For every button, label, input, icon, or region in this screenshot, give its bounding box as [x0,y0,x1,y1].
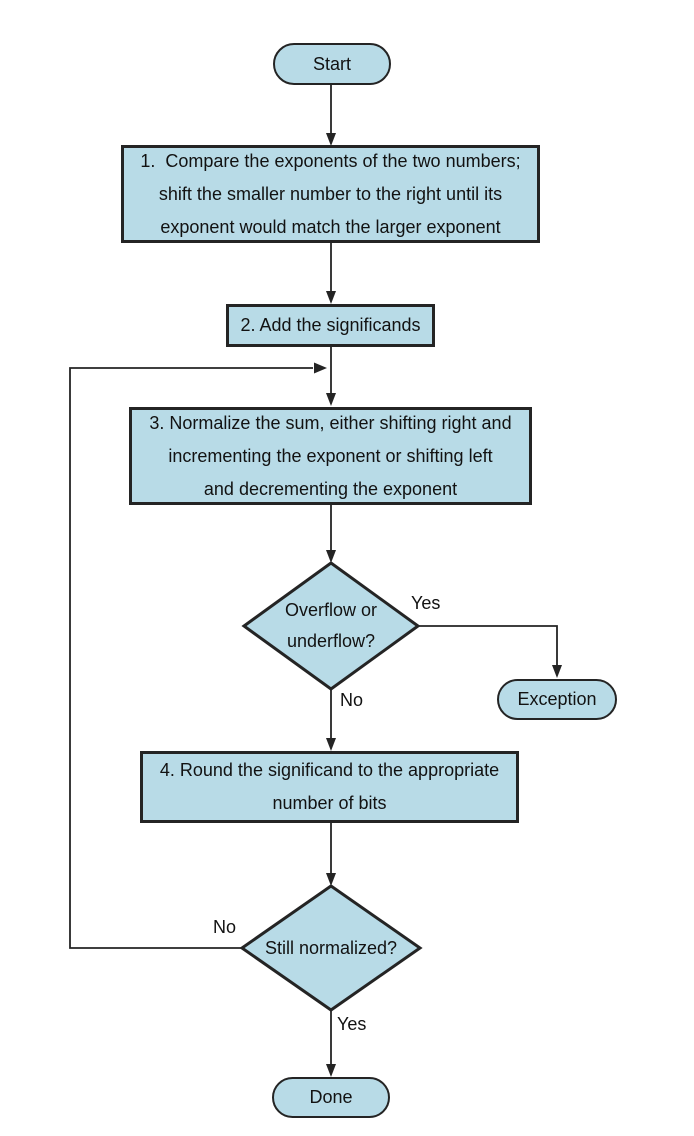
edge-overflow-yes-exception [418,625,558,665]
node-done: Done [272,1077,390,1118]
node-step3: 3. Normalize the sum, either shifting ri… [129,407,532,505]
node-step2: 2. Add the significands [226,304,435,347]
arrowhead-step1 [326,133,336,146]
edge-label-normalized-yes: Yes [337,1014,367,1034]
node-exception: Exception [497,679,617,720]
edge-label-overflow-no: No [340,690,364,710]
edge-label-normalized-no: No [213,917,237,937]
node-step3-line1: 3. Normalize the sum, either shifting ri… [149,412,512,433]
node-step3-line3: and decrementing the exponent [203,478,458,499]
node-start: Start [273,43,391,85]
arrowhead-loop-merge [314,362,327,374]
node-step4-line1: 4. Round the significand to the appropri… [159,760,500,780]
node-step1-line3: exponent would match the larger exponent [160,216,501,237]
node-step1: 1. Compare the exponents of the two numb… [121,145,540,243]
edge-label-overflow-yes: Yes [411,593,441,613]
arrowhead-step3 [326,393,336,406]
node-step4: 4. Round the significand to the appropri… [140,751,519,823]
arrowhead-exception [552,665,562,678]
node-step2-label: 2. Add the significands [240,315,421,335]
arrowhead-step4 [326,738,336,751]
arrowhead-normalized [326,873,336,886]
node-exception-label: Exception [517,689,597,709]
decision-normalized-shape [239,884,423,1012]
arrowhead-done [326,1064,336,1077]
arrowhead-step2 [326,291,336,304]
node-step1-line2: shift the smaller number to the right un… [158,183,503,204]
node-step3-line2: incrementing the exponent or shifting le… [168,445,493,466]
node-step4-line2: number of bits [272,793,387,813]
decision-overflow-shape [241,561,421,691]
node-start-label: Start [312,53,351,74]
node-done-label: Done [309,1087,353,1107]
node-step1-line1: 1. Compare the exponents of the two numb… [140,150,521,171]
arrowhead-overflow [326,550,336,563]
edge-loop-no [69,367,313,949]
